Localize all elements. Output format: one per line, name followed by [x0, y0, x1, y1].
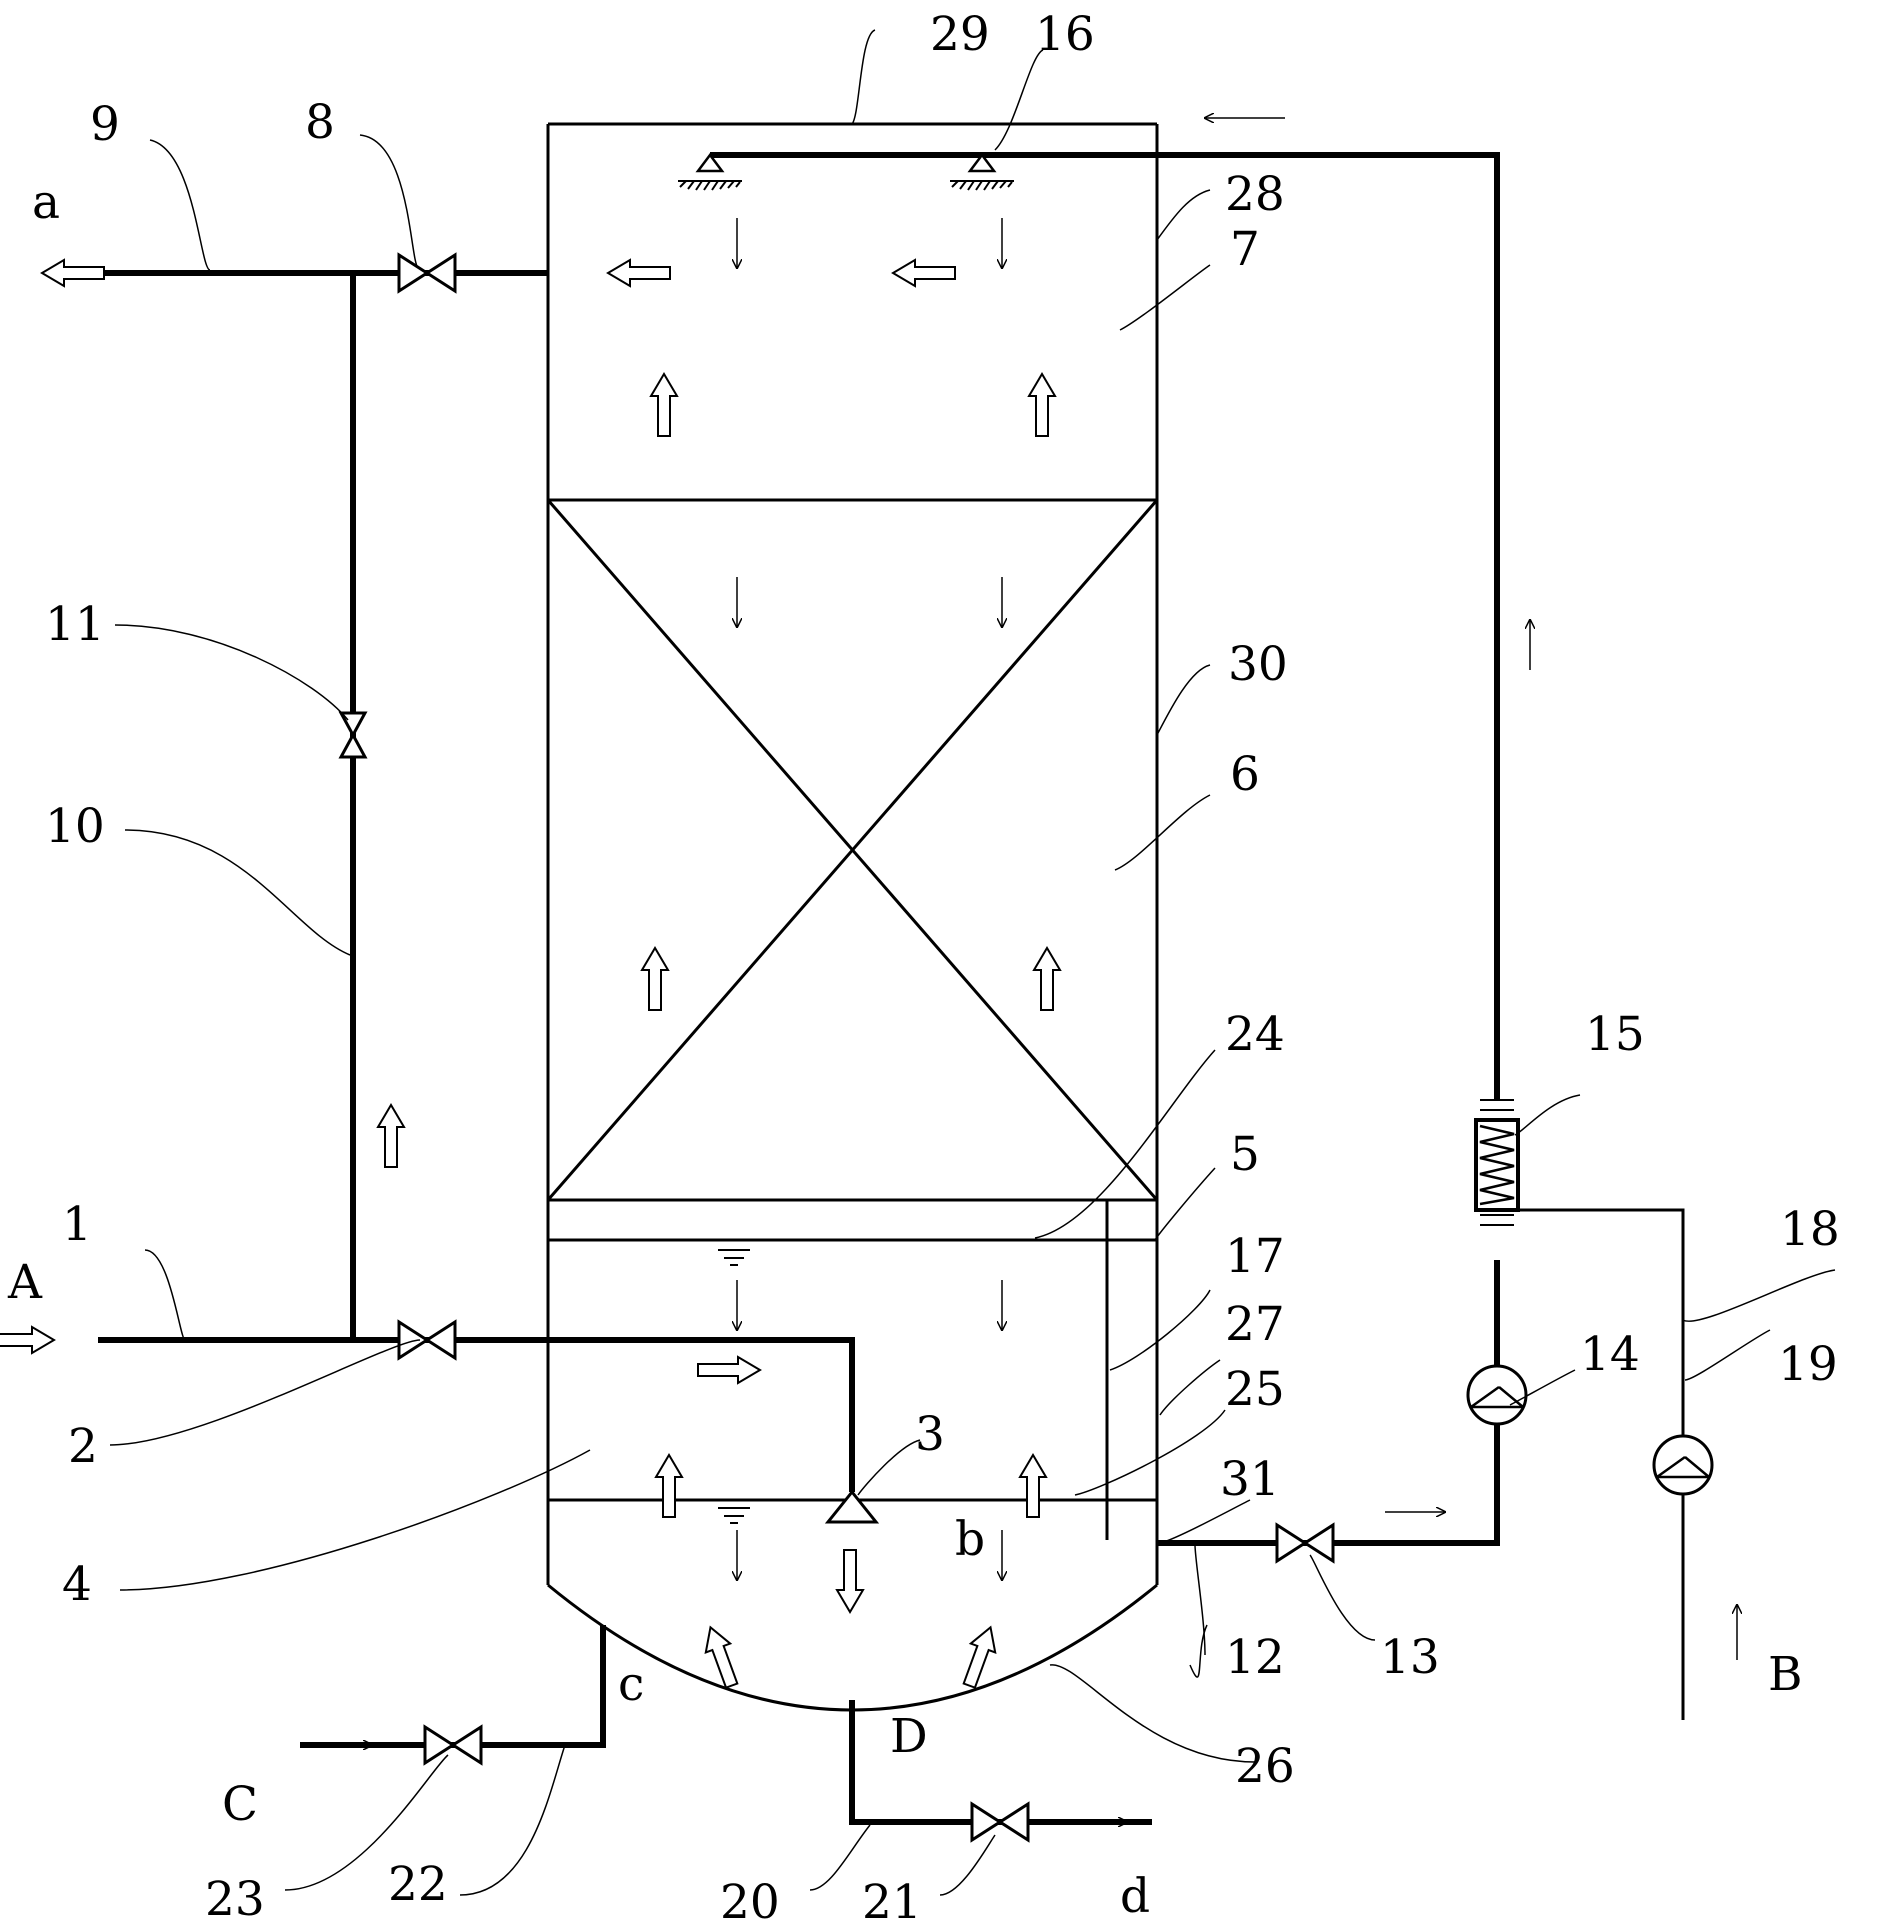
- stream-label-b: b: [955, 1512, 985, 1567]
- stream-label-B: B: [1768, 1647, 1803, 1702]
- inlet-pipe-1: [98, 1337, 855, 1492]
- flow-arrows-thin: [342, 118, 1737, 1822]
- label-13: 13: [1380, 1630, 1440, 1685]
- label-23: 23: [205, 1872, 265, 1926]
- stream-label-C: C: [222, 1777, 258, 1832]
- flow-arrows-hollow: [0, 259, 1061, 1692]
- packing-cross-2: [546, 499, 1159, 1201]
- stream-label-a: a: [32, 175, 60, 230]
- valve-8: [397, 253, 457, 293]
- piping: [98, 152, 1685, 1825]
- distributor-3: [824, 1489, 880, 1524]
- pump-19: [1652, 1434, 1714, 1496]
- label-16: 16: [1035, 7, 1095, 62]
- stream-label-D: D: [890, 1709, 928, 1764]
- label-15: 15: [1585, 1007, 1645, 1062]
- label-8: 8: [305, 95, 335, 150]
- label-5: 5: [1230, 1127, 1260, 1182]
- pump-14: [1466, 1364, 1528, 1426]
- label-11: 11: [45, 597, 105, 652]
- label-27: 27: [1225, 1297, 1285, 1352]
- feed-pipe-22: [300, 1625, 606, 1748]
- label-12: 12: [1225, 1630, 1285, 1685]
- label-9: 9: [90, 97, 120, 152]
- spray-header-pipe: [710, 152, 1500, 1100]
- stream-label-A: A: [7, 1255, 43, 1310]
- drain-pipe-20: [849, 1700, 1152, 1825]
- spray-nozzle-16: [948, 153, 1016, 192]
- label-17: 17: [1225, 1229, 1285, 1284]
- stream-label-c: c: [618, 1657, 644, 1712]
- part-number-labels: 1 2 3 4 5 6 7 8 9 10 11 12 13 14 15 16 1…: [45, 7, 1840, 1926]
- vessel: [546, 122, 1159, 1712]
- valve-11: [339, 711, 367, 759]
- label-2: 2: [68, 1419, 98, 1474]
- label-26: 26: [1235, 1739, 1295, 1794]
- heat-exchanger-15: [1474, 1099, 1520, 1226]
- stream-label-d: d: [1120, 1869, 1150, 1924]
- valve-13: [1275, 1523, 1335, 1563]
- label-14: 14: [1580, 1327, 1640, 1382]
- label-25: 25: [1225, 1362, 1285, 1417]
- label-18: 18: [1780, 1202, 1840, 1257]
- label-19: 19: [1778, 1337, 1838, 1392]
- label-22: 22: [388, 1857, 448, 1912]
- valve-21: [970, 1802, 1030, 1842]
- label-3: 3: [915, 1407, 945, 1462]
- label-24: 24: [1225, 1007, 1285, 1062]
- heat-medium-pipe-18: [1515, 1208, 1685, 1720]
- liquid-level-symbols: [718, 1249, 750, 1524]
- label-7: 7: [1230, 222, 1260, 277]
- label-28: 28: [1225, 167, 1285, 222]
- leader-lines: [109, 29, 1836, 1896]
- label-29: 29: [930, 7, 990, 62]
- circulation-pipe-12: [1157, 1260, 1500, 1546]
- label-20: 20: [720, 1875, 780, 1926]
- label-21: 21: [862, 1875, 922, 1926]
- label-31: 31: [1220, 1452, 1280, 1507]
- valve-23: [423, 1725, 483, 1765]
- label-10: 10: [45, 799, 105, 854]
- label-30: 30: [1228, 637, 1288, 692]
- label-4: 4: [62, 1557, 92, 1612]
- valve-2: [397, 1320, 457, 1360]
- label-6: 6: [1230, 747, 1260, 802]
- spray-nozzle-left: [676, 153, 744, 192]
- stream-labels: A B C D a b c d: [7, 175, 1803, 1924]
- label-1: 1: [62, 1197, 92, 1252]
